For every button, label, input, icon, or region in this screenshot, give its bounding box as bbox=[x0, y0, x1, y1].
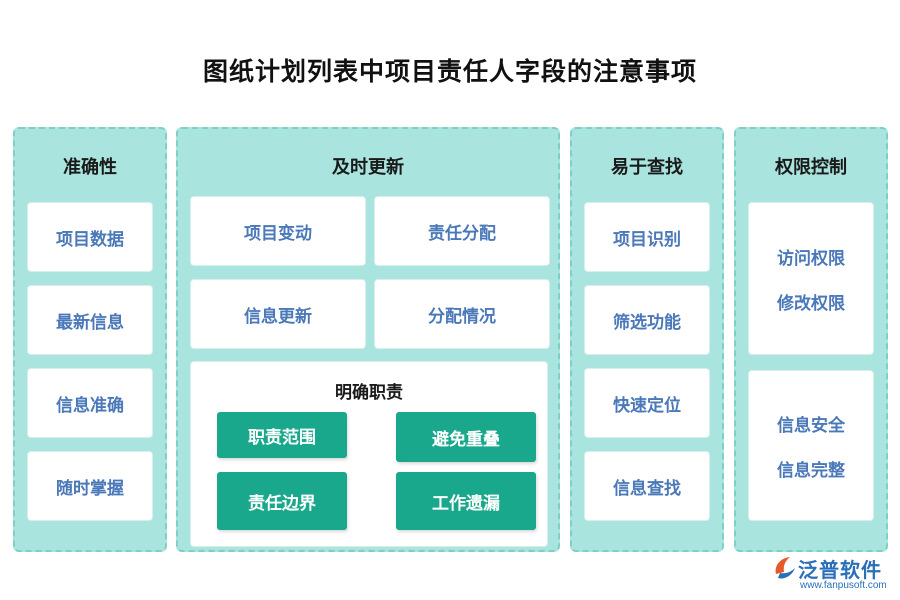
security-group-card: 信息安全 信息完整 bbox=[748, 370, 874, 521]
permission-item: 访问权限 bbox=[777, 248, 845, 269]
item-card: 项目识别 bbox=[584, 202, 710, 272]
permission-item: 修改权限 bbox=[777, 293, 845, 314]
item-card: 信息查找 bbox=[584, 451, 710, 521]
column-accuracy: 准确性 项目数据 最新信息 信息准确 随时掌握 bbox=[13, 127, 167, 552]
column-permission: 权限控制 访问权限 修改权限 信息安全 信息完整 bbox=[734, 127, 888, 552]
permission-group-card: 访问权限 修改权限 bbox=[748, 202, 874, 355]
brand-url: www.fanpusoft.com bbox=[800, 580, 887, 591]
responsibility-chip: 避免重叠 bbox=[396, 412, 536, 462]
column-header: 准确性 bbox=[63, 157, 117, 178]
item-card: 项目变动 bbox=[190, 196, 366, 266]
security-item: 信息安全 bbox=[777, 415, 845, 436]
security-item: 信息完整 bbox=[777, 460, 845, 481]
responsibility-chip: 职责范围 bbox=[217, 412, 347, 458]
item-card: 信息更新 bbox=[190, 279, 366, 349]
item-card: 筛选功能 bbox=[584, 285, 710, 355]
page-title: 图纸计划列表中项目责任人字段的注意事项 bbox=[202, 57, 697, 86]
brand-logo: 泛普软件 www.fanpusoft.com bbox=[772, 552, 892, 596]
responsibility-panel: 明确职责 职责范围 避免重叠 责任边界 工作遗漏 bbox=[190, 361, 548, 547]
item-card: 信息准确 bbox=[27, 368, 153, 438]
responsibility-chip: 工作遗漏 bbox=[396, 472, 536, 530]
item-card: 责任分配 bbox=[374, 196, 550, 266]
responsibility-chip: 责任边界 bbox=[217, 472, 347, 530]
item-card: 随时掌握 bbox=[27, 451, 153, 521]
brand-name: 泛普软件 bbox=[798, 558, 882, 582]
column-header: 权限控制 bbox=[775, 157, 847, 178]
item-card: 项目数据 bbox=[27, 202, 153, 272]
item-card: 最新信息 bbox=[27, 285, 153, 355]
sub-panel-header: 明确职责 bbox=[335, 383, 403, 403]
column-timely: 及时更新 项目变动 责任分配 信息更新 分配情况 明确职责 职责范围 避免重叠 … bbox=[176, 127, 560, 552]
item-card: 分配情况 bbox=[374, 279, 550, 349]
column-findable: 易于查找 项目识别 筛选功能 快速定位 信息查找 bbox=[570, 127, 724, 552]
brand-logo-icon bbox=[775, 557, 795, 579]
column-header: 及时更新 bbox=[332, 157, 404, 178]
item-card: 快速定位 bbox=[584, 368, 710, 438]
column-header: 易于查找 bbox=[611, 157, 683, 178]
